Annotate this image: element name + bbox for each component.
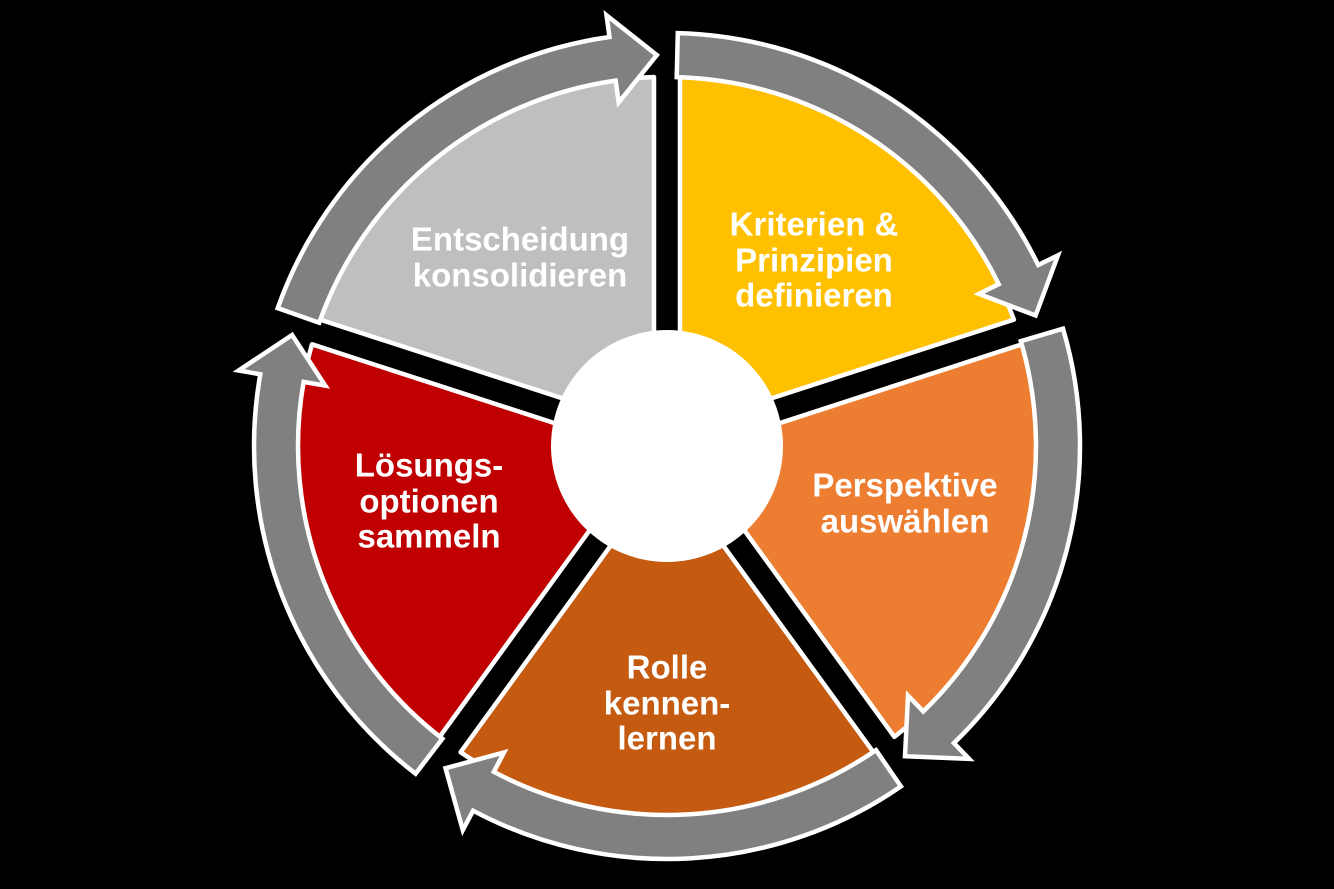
cycle-arrow-loesungsoptionen-sammeln bbox=[232, 331, 446, 777]
cycle-arrow-entscheidung-konsolidieren bbox=[274, 9, 660, 326]
cycle-arrow-perspektive-auswaehlen bbox=[902, 325, 1083, 762]
cycle-arrow-kriterien-prinzipien-definieren bbox=[674, 30, 1063, 319]
cycle-arrow-rolle-kennenlernen bbox=[442, 746, 905, 862]
center-circle bbox=[551, 330, 783, 562]
